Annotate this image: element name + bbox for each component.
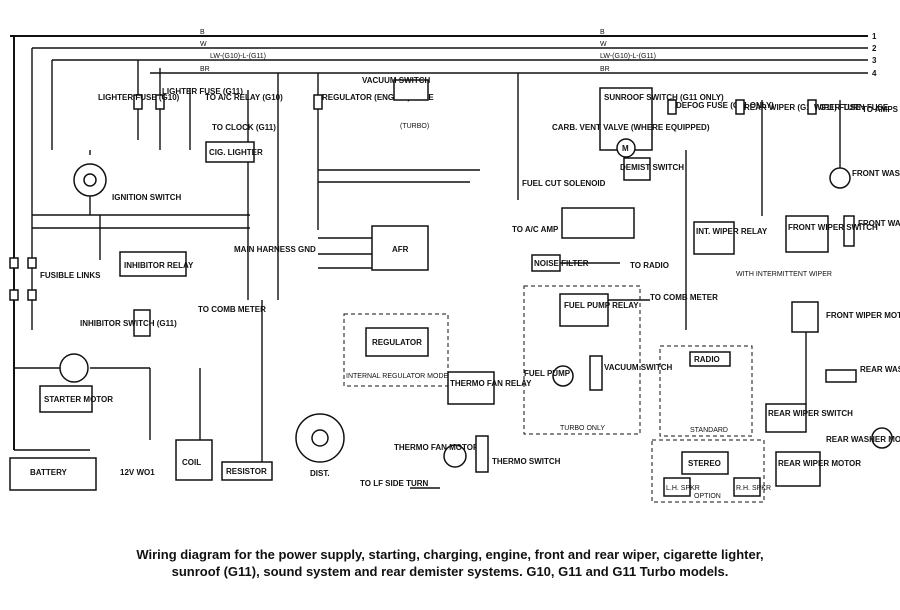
front-wiper-motor-label: FRONT WIPER MOTOR — [826, 311, 900, 320]
bus-label-b: B — [200, 29, 205, 36]
sound-system: RADIO STANDARD STEREO L.H. SPKR R.H. SPK… — [651, 345, 771, 503]
turbo-label: (TURBO) — [400, 123, 429, 130]
front-washer-motor-label: FRONT WASHER MOTOR — [852, 169, 900, 178]
to-ac-relay-label: TO A/C RELAY (G10) — [205, 93, 283, 102]
vacuum-switch-label: VACUUM SWITCH — [362, 76, 431, 85]
fusible-links-text: FUSIBLE LINKS — [40, 271, 101, 280]
stereo-label: STEREO — [688, 459, 721, 468]
demist-switch-label: DEMIST SWITCH — [620, 163, 684, 172]
cig-lighter-label: CIG. LIGHTER — [209, 148, 263, 157]
front-wiper-switch-label: FRONT WIPER SWITCH — [788, 223, 878, 232]
left-feeds — [13, 36, 279, 451]
afr-unit: AFR — [318, 225, 429, 271]
wiper-area: DEFOG FUSE (G11 ONLY) REAR WIPER (G10, G… — [667, 99, 900, 487]
starter-motor-label: STARTER MOTOR — [44, 395, 113, 404]
standard-label: STANDARD — [690, 427, 728, 434]
lighter-fuse-label: LIGHTER FUSE (G10) — [98, 93, 180, 102]
main-harness-gnd-label: MAIN HARNESS GND — [234, 245, 316, 254]
carb-vent-valve-label: CARB. VENT VALVE (WHERE EQUIPPED) — [552, 123, 710, 132]
caption-line-1: Wiring diagram for the power supply, sta… — [136, 547, 764, 562]
power-buses: 1 2 3 4 B W LW-(G10)-L-(G11) BR B W LW-(… — [10, 29, 877, 78]
bus-label-lw2: LW-(G10)-L-(G11) — [600, 53, 656, 60]
to-lf-side-turn-label: TO LF SIDE TURN — [360, 479, 429, 488]
bus-label-w: W — [200, 41, 207, 48]
lighter-fuse2-label: LIGHTER FUSE (G11) — [162, 87, 243, 96]
ignition-switch: IGNITION SWITCH — [73, 163, 182, 215]
option-label: OPTION — [694, 493, 721, 500]
battery-voltage-label: 12V WO1 — [120, 468, 155, 477]
bus-label-w2: W — [600, 41, 607, 48]
bus-number-1: 1 — [872, 32, 877, 41]
battery: BATTERY 12V WO1 — [9, 457, 155, 491]
to-clock-label: TO CLOCK (G11) — [212, 123, 276, 132]
ignition-parts: COIL RESISTOR DIST. — [175, 300, 345, 481]
fusible-links-label: FUSIBLE LINKS — [40, 271, 101, 280]
bus-label-br2: BR — [600, 66, 610, 73]
to-comb-meter-label: TO COMB METER — [198, 305, 266, 314]
inhibitor-switch-label: INHIBITOR SWITCH (G11) — [80, 319, 177, 328]
sunroof-switch-label: SUNROOF SWITCH (G11 ONLY) — [604, 93, 724, 102]
front-washer-switch-label: FRONT WASHER SWITCH — [858, 219, 900, 228]
thermo-fan: THERMO FAN RELAY THERMO FAN MOTOR THERMO… — [360, 371, 561, 489]
bus-label-br: BR — [200, 66, 210, 73]
fuel-pump-relay-label: FUEL PUMP RELAY — [564, 301, 639, 310]
dist-label: DIST. — [310, 469, 330, 478]
thermo-fan-relay-label: THERMO FAN RELAY — [450, 379, 532, 388]
wiper-switch-note: WITH INTERMITTENT WIPER — [736, 271, 832, 278]
battery-label: BATTERY — [30, 468, 68, 477]
rear-washer-motor-label: REAR WASHER MOTOR (G11) — [826, 435, 900, 444]
fuel-cut-solenoid-label: FUEL CUT SOLENOID — [522, 179, 606, 188]
regulator-label: REGULATOR — [372, 338, 422, 347]
afr-label: AFR — [392, 245, 409, 254]
bus-label-b2: B — [600, 29, 605, 36]
int-wiper-relay-label: INT. WIPER RELAY — [696, 227, 768, 236]
fuel-pump-label: FUEL PUMP — [524, 369, 571, 378]
starter-motor: STARTER MOTOR — [39, 353, 151, 440]
radio-label: RADIO — [694, 355, 720, 364]
regulator-fuse-area: REGULATOR (ENGINE) FUSE VACUUM SWITCH (T… — [313, 73, 480, 230]
to-ac-amp-label: TO A/C AMP — [512, 225, 559, 234]
regulator-note: INTERNAL REGULATOR MODELS ONLY — [346, 373, 478, 380]
resistor-label: RESISTOR — [226, 467, 267, 476]
wiring-diagram: 1 2 3 4 B W LW-(G10)-L-(G11) BR B W LW-(… — [9, 29, 900, 503]
turbo-only-label: TURBO ONLY — [560, 425, 605, 432]
regulator-unit: REGULATOR INTERNAL REGULATOR MODELS ONLY — [343, 313, 478, 387]
rear-washer-switch-label: REAR WASHER SWITCH — [860, 365, 900, 374]
to-amps-label: TO AMPS ON BUZZER — [862, 105, 900, 114]
rear-wiper-fuse-label: REAR WIPER (G10, G11) FUSE — [744, 103, 861, 112]
coil-label: COIL — [182, 458, 201, 467]
rear-wiper-motor-label: REAR WIPER MOTOR — [778, 459, 861, 468]
rh-speaker-label: R.H. SPKR — [736, 485, 771, 492]
bus-number-2: 2 — [872, 44, 877, 53]
ignition-switch-label: IGNITION SWITCH — [112, 193, 182, 202]
cig-lighter-box — [205, 141, 255, 163]
vacuum-switch2-label: VACUUM SWITCH — [604, 363, 673, 372]
defog-fuse-label: DEFOG FUSE (G11 ONLY) — [676, 101, 774, 110]
to-radio-label: TO RADIO — [630, 261, 669, 270]
lh-speaker-label: L.H. SPKR — [666, 485, 700, 492]
fuel-pump-area: FUEL PUMP RELAY TO COMB METER FUEL PUMP … — [523, 285, 718, 435]
fusible-links: FUSIBLE LINKS — [9, 257, 101, 301]
wiper-turn-fuse-label: WIPER TURN FUSE — [814, 103, 889, 112]
to-comb-meter2-label: TO COMB METER — [650, 293, 718, 302]
center-top: SUNROOF SWITCH (G11 ONLY) M CARB. VENT V… — [512, 73, 724, 272]
figure-caption: Wiring diagram for the power supply, sta… — [10, 546, 890, 580]
bus-number-3: 3 — [872, 56, 877, 65]
thermo-switch-label: THERMO SWITCH — [492, 457, 561, 466]
inhibitor-relay-label: INHIBITOR RELAY — [124, 261, 194, 270]
bus-label-lw: LW-(G10)-L-(G11) — [210, 53, 266, 60]
regulator-fuse-label: REGULATOR (ENGINE) FUSE — [322, 93, 434, 102]
inhibitor-relay: INHIBITOR RELAY INHIBITOR SWITCH (G11) T… — [80, 245, 316, 337]
rear-wiper-switch-label: REAR WIPER SWITCH — [768, 409, 853, 418]
sunroof-motor-label: M — [622, 144, 629, 153]
lighter-fuses: LIGHTER FUSE (G10) LIGHTER FUSE (G11) TO… — [98, 87, 283, 163]
caption-line-2: sunroof (G11), sound system and rear dem… — [171, 564, 729, 579]
bus-number-4: 4 — [872, 69, 877, 78]
thermo-fan-motor-label: THERMO FAN MOTOR — [394, 443, 479, 452]
